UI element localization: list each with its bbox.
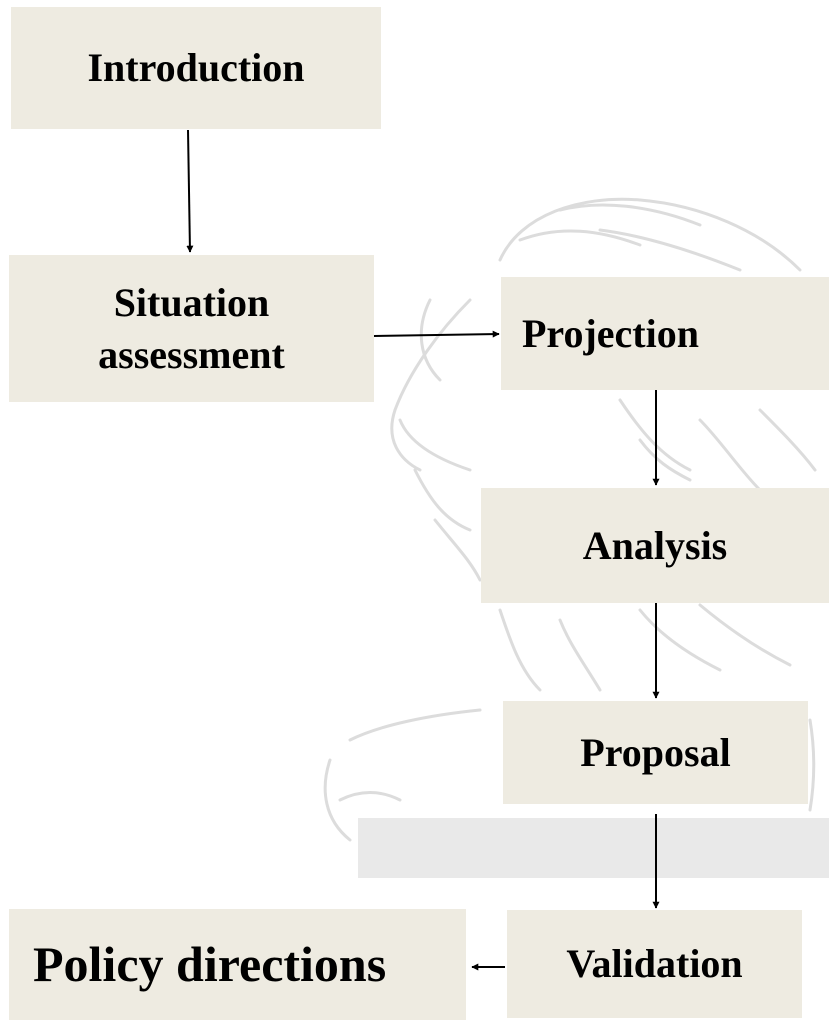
node-policy-label: Policy directions <box>33 936 387 992</box>
node-policy-directions: Policy directions <box>9 909 466 1020</box>
node-projection-label: Projection <box>522 310 699 356</box>
node-proposal: Proposal <box>503 701 808 804</box>
node-introduction: Introduction <box>11 7 381 129</box>
node-projection: Projection <box>501 277 829 390</box>
node-situation-assessment: Situation assessment <box>9 255 374 402</box>
node-proposal-label: Proposal <box>580 729 731 775</box>
arrow-situation-to-projection <box>373 330 500 338</box>
node-analysis: Analysis <box>481 488 829 603</box>
node-situation-assessment-text: Situation assessment <box>98 277 285 381</box>
node-introduction-label: Introduction <box>87 45 305 90</box>
node-situation-label-line1: Situation <box>113 279 270 325</box>
node-validation-label: Validation <box>566 941 743 986</box>
node-situation-label-line2: assessment <box>98 331 285 377</box>
arrow-introduction-to-situation <box>186 129 194 253</box>
node-analysis-label: Analysis <box>582 522 728 568</box>
node-validation: Validation <box>507 910 802 1018</box>
